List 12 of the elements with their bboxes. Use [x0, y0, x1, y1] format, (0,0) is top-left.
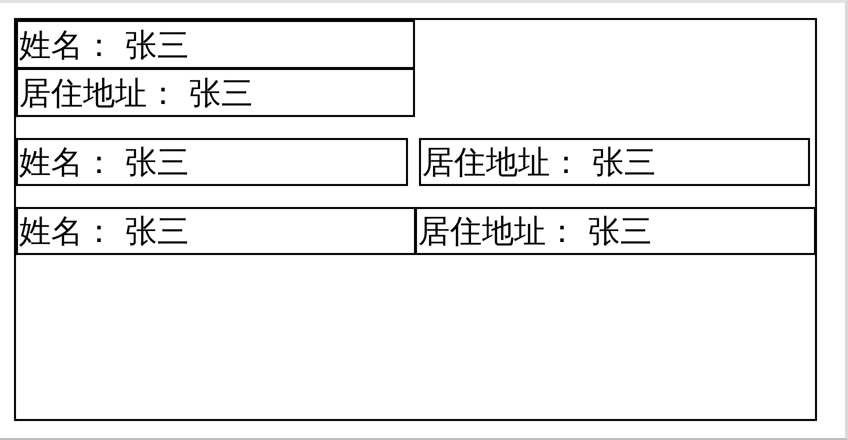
field-text: 姓名： 张三: [19, 26, 190, 64]
outlined-box: [16, 67, 415, 117]
outlined-box: [16, 207, 416, 255]
field-text: 姓名： 张三: [19, 212, 190, 250]
field-text: 居住地址： 张三: [418, 212, 652, 250]
field-text: 居住地址： 张三: [19, 74, 254, 112]
field-text: 居住地址： 张三: [422, 143, 656, 181]
outlined-box: [419, 138, 810, 186]
field-text: 姓名： 张三: [19, 143, 190, 181]
outlined-box: [16, 19, 415, 69]
outlined-box: [16, 138, 408, 186]
outlined-box: [415, 207, 817, 255]
